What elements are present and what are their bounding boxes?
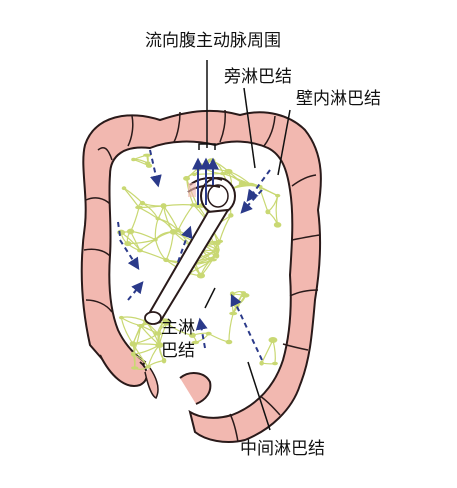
- lymph-node: [272, 361, 278, 366]
- label-main-nodes-line2: 巴结: [161, 341, 195, 361]
- label-aorta-surround: 流向腹主动脉周围: [145, 31, 281, 51]
- lymph-node: [275, 193, 281, 198]
- lymph-node: [240, 291, 246, 295]
- lymph-node: [153, 237, 158, 242]
- lymph-node: [145, 365, 151, 369]
- lymph-node: [135, 205, 143, 210]
- lymph-vessel: [154, 218, 159, 240]
- lymph-node: [124, 241, 132, 247]
- lymph-node: [213, 247, 220, 253]
- lymph-vessel: [120, 231, 141, 251]
- lymph-node: [225, 339, 233, 345]
- lymph-node: [194, 203, 201, 209]
- lymph-node: [229, 311, 238, 316]
- lymph-node: [219, 171, 227, 176]
- lymph-vessel: [138, 206, 159, 220]
- colon-body: [80, 109, 322, 443]
- lymph-node: [136, 324, 145, 328]
- lymph-vessel: [147, 360, 165, 368]
- lymph-node: [229, 291, 235, 297]
- leader-wall: [277, 109, 291, 176]
- lymph-node: [121, 186, 127, 191]
- arrow-right-mid: [240, 189, 263, 214]
- lymph-node: [117, 229, 126, 236]
- arrow-bottom-center: [195, 317, 208, 349]
- lymph-vessel: [130, 207, 140, 232]
- lymph-node: [246, 182, 255, 187]
- vessel-body: [147, 208, 230, 325]
- lymph-vessel: [228, 313, 234, 342]
- arrow-right-top: [246, 169, 271, 202]
- lymph-node: [265, 209, 271, 215]
- arrow-center: [177, 225, 193, 263]
- lymph-node: [207, 158, 216, 163]
- flow-arrows: [117, 149, 271, 361]
- lymph-node: [207, 258, 217, 262]
- lymph-node: [162, 320, 171, 326]
- lymph-node: [129, 341, 137, 347]
- leader-para: [243, 87, 256, 169]
- lymph-vessel: [163, 204, 194, 207]
- lymph-node: [238, 180, 247, 186]
- label-para-nodes: 旁淋巴结: [224, 67, 292, 87]
- lymph-vessel: [123, 187, 143, 204]
- lymph-node: [224, 168, 233, 175]
- lymph-node: [259, 360, 264, 366]
- lymph-node: [130, 351, 136, 357]
- leader-main: [204, 287, 216, 309]
- lymph-vessel: [261, 339, 274, 364]
- lymph-node: [155, 342, 164, 349]
- haustra-lines: [83, 109, 321, 443]
- lymph-node: [191, 340, 200, 345]
- arrow-left-mid-2: [117, 221, 121, 237]
- lymph-node: [160, 203, 167, 209]
- lymph-node: [163, 257, 170, 263]
- label-wall-nodes: 壁内淋巴结: [296, 89, 381, 109]
- lymph-vessel: [272, 339, 276, 364]
- lymph-node: [131, 366, 139, 370]
- lymph-node: [196, 272, 205, 279]
- lymph-node: [126, 228, 135, 235]
- colon-lower-fold: [179, 372, 212, 405]
- lymph-node: [268, 337, 278, 343]
- lymph-node: [143, 153, 152, 157]
- lymph-node: [161, 357, 167, 364]
- appendix: [144, 367, 159, 400]
- leader-aorta-bracket: [198, 143, 216, 150]
- arrow-left-top: [149, 149, 162, 188]
- aorta-vessel: [144, 176, 236, 325]
- leader-middle: [247, 361, 271, 431]
- lymph-node: [137, 248, 143, 253]
- lymph-node: [215, 239, 224, 244]
- lymph-node: [139, 200, 146, 206]
- lymph-node: [188, 332, 196, 338]
- label-main-nodes-line1: 主淋: [161, 318, 195, 338]
- lymph-vessel: [208, 333, 230, 343]
- lymph-node: [183, 175, 191, 181]
- lymph-node: [118, 315, 124, 320]
- lymph-node: [198, 163, 205, 170]
- lymph-node: [145, 161, 151, 165]
- lymph-node: [155, 216, 161, 221]
- leader-lines: [198, 60, 291, 431]
- arrow-left-mid: [119, 239, 140, 271]
- lymph-node: [214, 253, 220, 259]
- lymph-node: [192, 172, 197, 177]
- lymph-node: [131, 157, 136, 162]
- lymph-node: [205, 331, 212, 336]
- arrow-bottom-right: [230, 293, 263, 361]
- lymph-node: [273, 222, 282, 228]
- lymph-vessel: [165, 231, 174, 261]
- lymph-node: [154, 331, 162, 336]
- arrow-left-low: [127, 281, 144, 301]
- label-middle-nodes: 中间淋巴结: [240, 439, 325, 459]
- lymph-node: [169, 228, 178, 235]
- lymph-node: [228, 213, 234, 218]
- lymph-vessel: [177, 204, 194, 231]
